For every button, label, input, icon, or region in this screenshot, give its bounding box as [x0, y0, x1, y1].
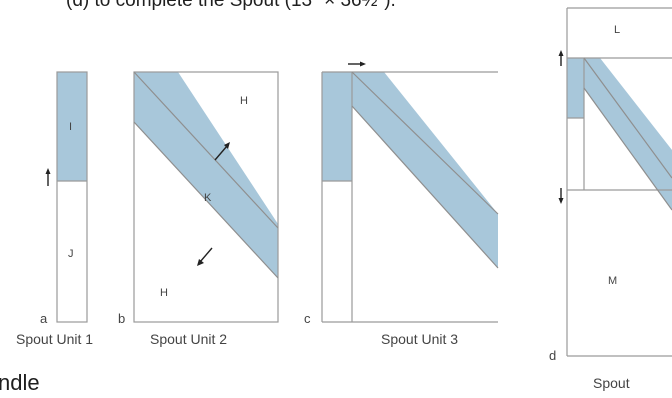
spout-fabric-left	[567, 58, 584, 118]
unit3-caption: Spout Unit 3	[381, 331, 459, 347]
unit1-fabric-i	[57, 72, 87, 181]
unit2-seam-lower	[133, 121, 279, 279]
unit1-pressing-arrow-icon	[45, 168, 51, 186]
unit2-label-h-top: H	[240, 95, 248, 107]
unit2-seam-upper	[133, 71, 279, 229]
spout-unit-3-drawing	[321, 61, 499, 323]
unit1-caption: Spout Unit 1	[16, 331, 94, 347]
spout-drawing	[558, 7, 672, 357]
unit2-pressing-arrow-upper-icon	[214, 142, 230, 161]
spout-seam-lower	[583, 87, 672, 211]
unit3-pressing-arrow-icon	[348, 61, 366, 67]
unit2-fabric-k	[134, 72, 278, 278]
unit2-pressing-arrow-lower-icon	[197, 247, 213, 266]
unit1-corner-letter: a	[40, 311, 48, 326]
unit3-fabric-diagonal	[352, 72, 498, 268]
unit1-label-j: J	[68, 248, 74, 260]
spout-corner-letter: d	[549, 348, 557, 363]
unit3-seam-upper	[351, 71, 499, 215]
spout-label-l: L	[614, 24, 621, 36]
spout-unit-1-drawing	[45, 71, 88, 323]
instruction-text: (d) to complete the Spout (13" × 36½").	[66, 0, 396, 11]
unit1-label-i: I	[69, 121, 73, 133]
spout-pressing-arrow-up-icon	[558, 50, 564, 66]
unit3-seam-lower	[351, 105, 499, 269]
spout-fabric-diagonal	[584, 58, 672, 210]
unit2-outline	[133, 71, 279, 323]
unit1-outline	[56, 71, 88, 323]
unit2-corner-letter: b	[118, 311, 126, 326]
spout-caption: Spout	[593, 375, 630, 391]
spout-unit-2-drawing	[133, 71, 279, 323]
unit3-corner-letter: c	[304, 311, 311, 326]
unit2-label-k: K	[204, 192, 212, 204]
unit3-fabric-left	[322, 72, 352, 181]
spout-label-m: M	[608, 275, 618, 287]
spout-seam-upper	[583, 57, 672, 179]
section-heading: ndle	[0, 370, 40, 395]
unit2-caption: Spout Unit 2	[150, 331, 228, 347]
spout-pressing-arrow-down-icon	[558, 188, 564, 204]
unit2-label-h-bottom: H	[160, 287, 168, 299]
